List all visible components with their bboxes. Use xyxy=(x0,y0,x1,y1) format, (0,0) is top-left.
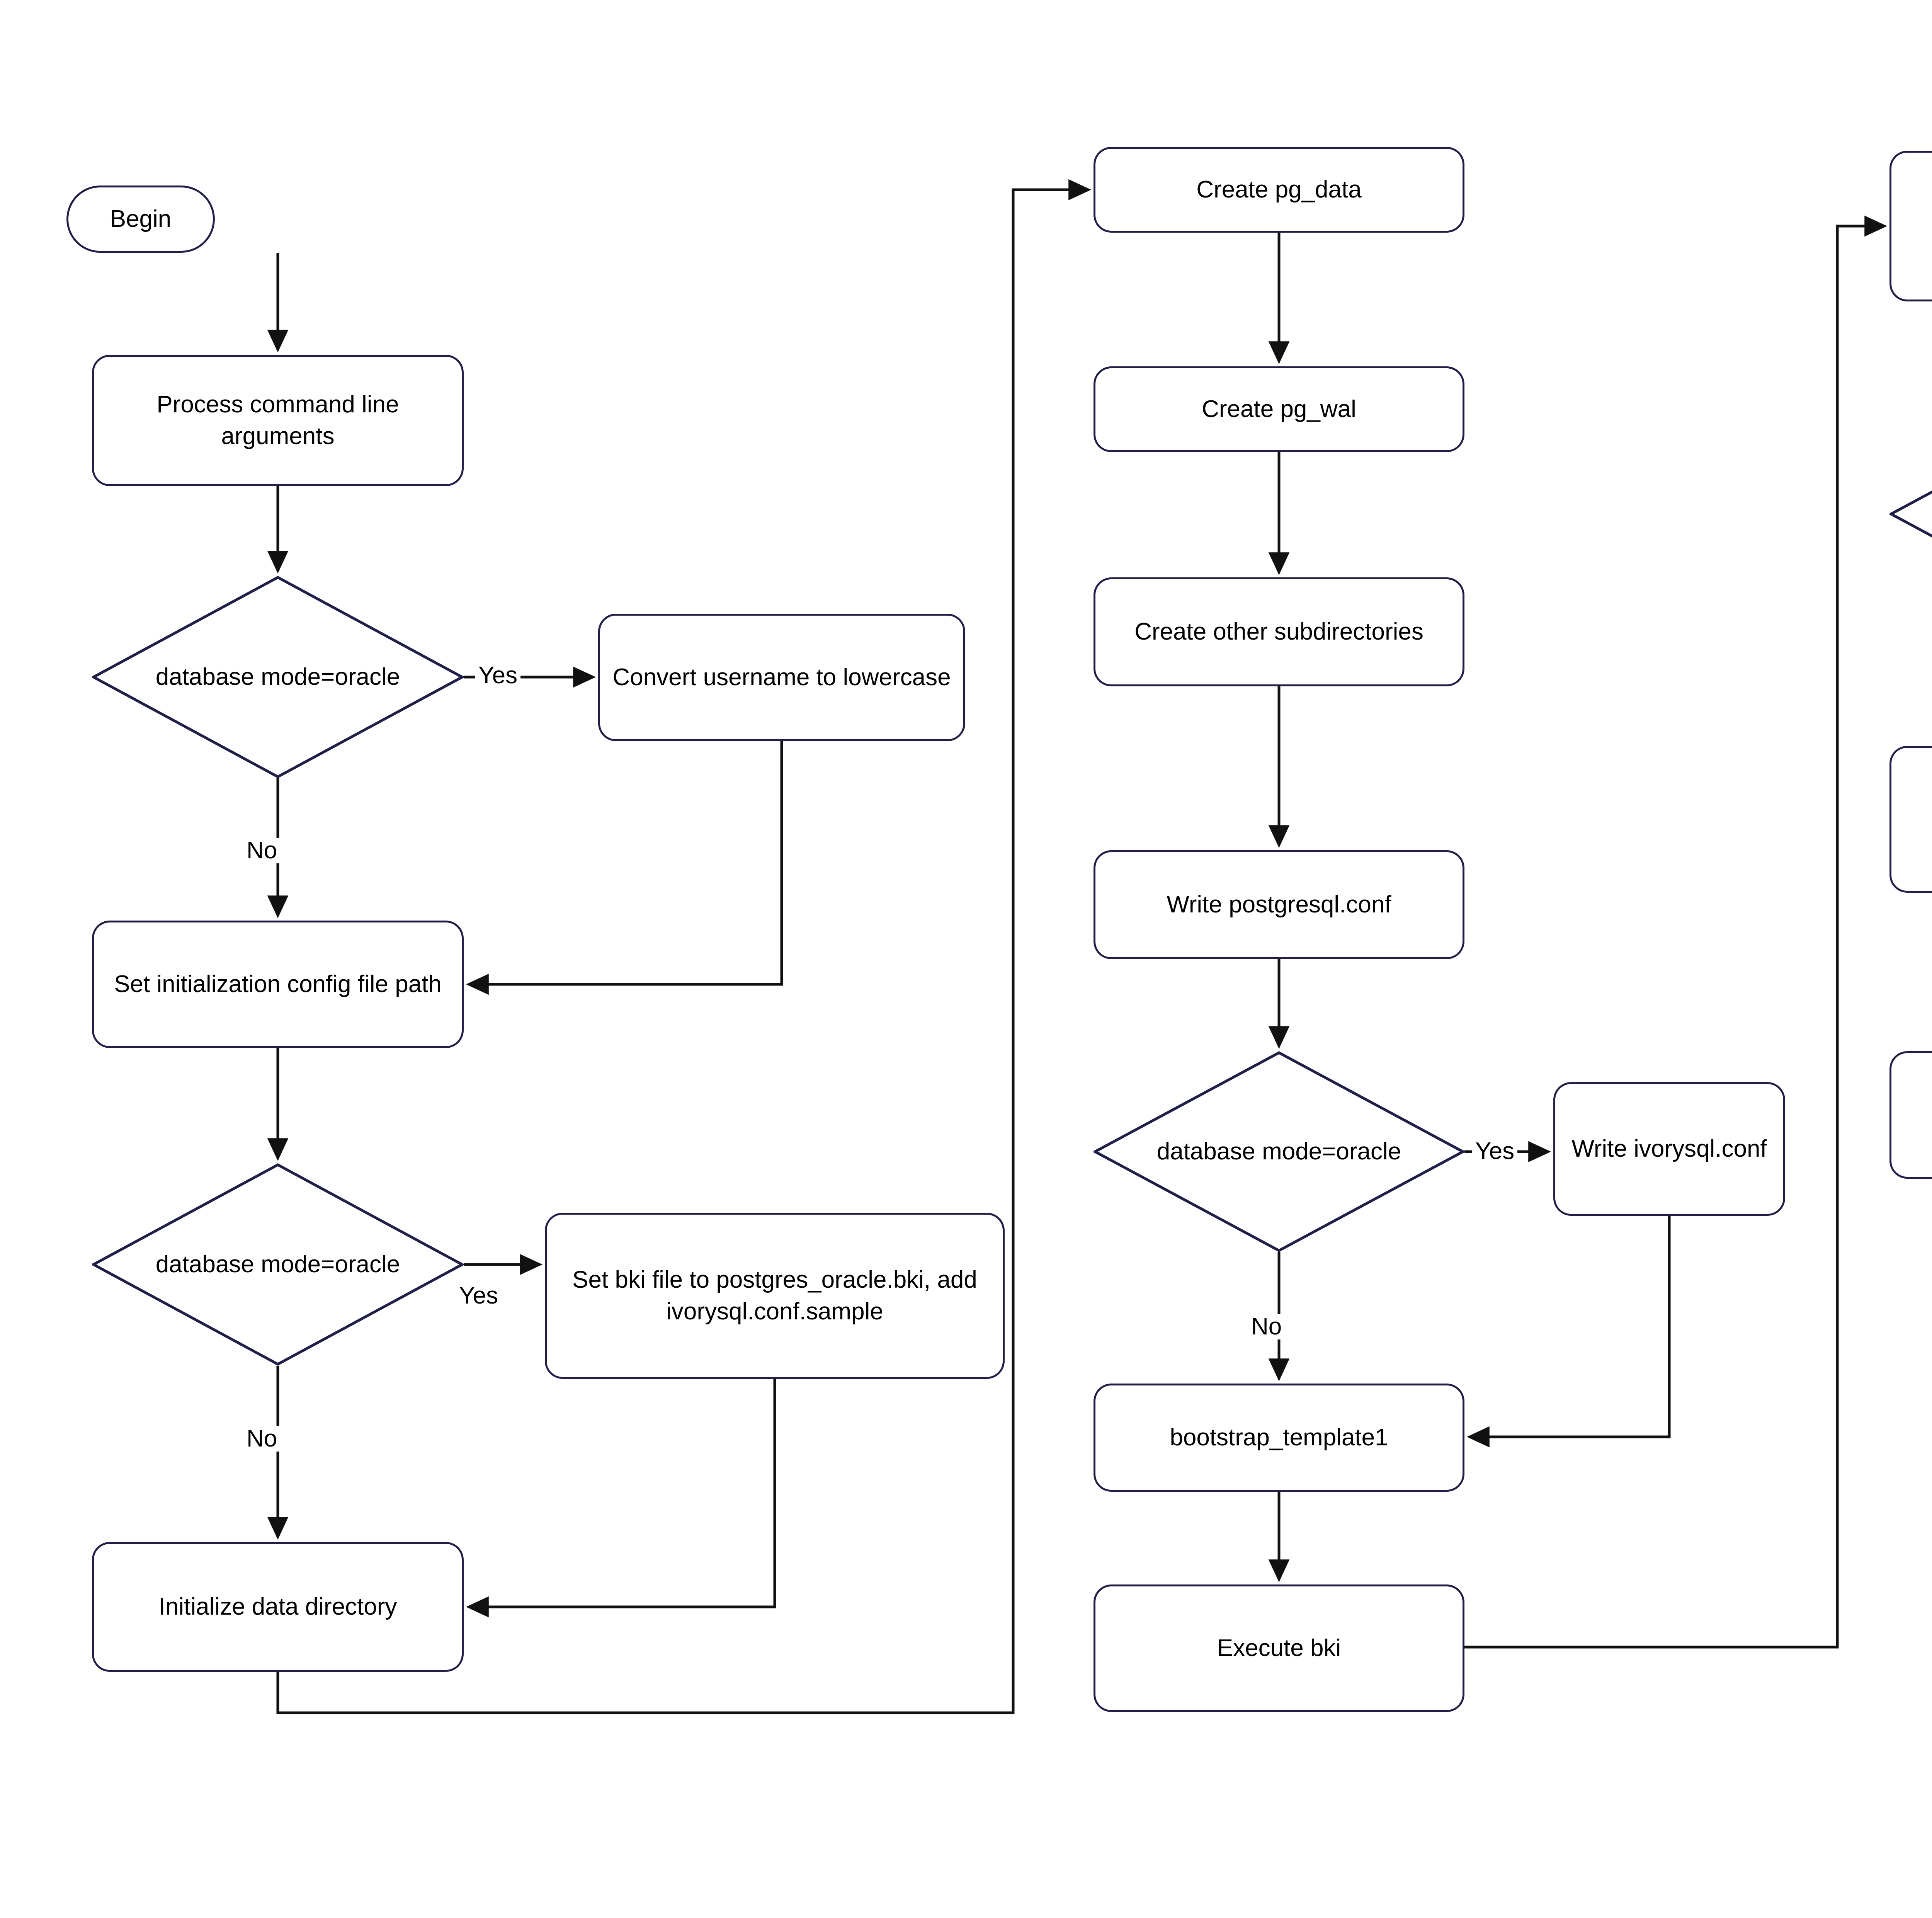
edge-label-yes-1: Yes xyxy=(475,663,521,688)
diamond-icon xyxy=(1889,490,1932,538)
node-bootstrap-template1[interactable]: bootstrap_template1 xyxy=(1094,1384,1464,1492)
node-begin[interactable]: Begin xyxy=(66,186,215,253)
node-create-other-subdirectories[interactable]: Create other subdirectories xyxy=(1094,577,1464,686)
node-create-pg-data-label: Create pg_data xyxy=(1196,176,1362,203)
node-decision-database-mode-oracle-3[interactable]: database mode=oracle xyxy=(1094,1051,1464,1252)
node-execute-bki[interactable]: Execute bki xyxy=(1094,1584,1464,1712)
edge-convert-username-to-set-config-path xyxy=(466,741,783,995)
node-decision-database-mode-oracle-2-label: database mode=oracle xyxy=(155,1251,400,1278)
edge-label-no-3: No xyxy=(1248,1314,1285,1339)
node-write-ivorysql-conf-label: Write ivorysql.conf xyxy=(1571,1135,1767,1162)
node-write-ivorysql-conf[interactable]: Write ivorysql.conf xyxy=(1553,1082,1785,1216)
edge-label-no-2: No xyxy=(243,1426,281,1452)
diamond-icon xyxy=(92,1163,464,1366)
node-process-command-line-arguments[interactable]: Process command line arguments xyxy=(92,355,464,486)
diamond-icon xyxy=(92,576,464,778)
node-create-other-subdirectories-label: Create other subdirectories xyxy=(1134,618,1423,645)
node-set-initialization-config-file-path[interactable]: Set initialization config file path xyxy=(92,921,464,1048)
node-set-bki-file[interactable]: Set bki file to postgres_oracle.bki, add… xyxy=(545,1213,1005,1379)
node-initialize-data-directory[interactable]: Initialize data directory xyxy=(92,1542,464,1672)
edge-execute-bki-to-init-db-objects xyxy=(1464,215,1887,1649)
edge-set-bki-to-init-datadir xyxy=(466,1379,776,1618)
node-create-pg-data[interactable]: Create pg_data xyxy=(1094,147,1464,233)
node-decision-database-mode-oracle-1[interactable]: database mode=oracle xyxy=(92,576,464,778)
node-initialize-database-objects[interactable]: Initialize database objects xyxy=(1889,151,1932,301)
node-decision-database-mode-oracle-1-label: database mode=oracle xyxy=(155,664,400,691)
node-load-template-databases-label: Load template0, postgres, ivorysql datab… xyxy=(1898,788,1932,851)
edge-label-yes-2: Yes xyxy=(456,1283,502,1309)
node-create-pg-wal-label: Create pg_wal xyxy=(1202,396,1356,423)
edge-label-no-1: No xyxy=(243,838,281,863)
node-set-bki-file-label: Set bki file to postgres_oracle.bki, add… xyxy=(572,1266,977,1325)
node-execute-bki-label: Execute bki xyxy=(1217,1635,1341,1662)
node-print-completion-message[interactable]: Print completion message xyxy=(1889,1051,1932,1179)
node-convert-username-to-lowercase[interactable]: Convert username to lowercase xyxy=(598,614,965,741)
node-load-template-databases[interactable]: Load template0, postgres, ivorysql datab… xyxy=(1889,746,1932,893)
node-decision-database-mode-oracle-3-label: database mode=oracle xyxy=(1156,1138,1401,1165)
node-process-command-line-arguments-label: Process command line arguments xyxy=(156,391,399,449)
node-write-postgresql-conf-label: Write postgresql.conf xyxy=(1167,891,1391,918)
node-convert-username-to-lowercase-label: Convert username to lowercase xyxy=(612,664,951,691)
node-set-initialization-config-file-path-label: Set initialization config file path xyxy=(114,971,442,998)
diamond-icon xyxy=(1094,1051,1464,1252)
node-bootstrap-template1-label: bootstrap_template1 xyxy=(1170,1424,1388,1451)
edge-write-ivorysqlconf-to-bootstrap-template1 xyxy=(1467,1216,1671,1448)
node-write-postgresql-conf[interactable]: Write postgresql.conf xyxy=(1094,850,1464,959)
edge-label-yes-3: Yes xyxy=(1472,1139,1518,1164)
node-begin-label: Begin xyxy=(110,206,172,233)
node-decision-database-mode-oracle-4[interactable]: database mode=oracle xyxy=(1889,414,1932,614)
node-decision-database-mode-oracle-2[interactable]: database mode=oracle xyxy=(92,1163,464,1366)
node-initialize-data-directory-label: Initialize data directory xyxy=(158,1593,397,1620)
node-create-pg-wal[interactable]: Create pg_wal xyxy=(1094,366,1464,452)
